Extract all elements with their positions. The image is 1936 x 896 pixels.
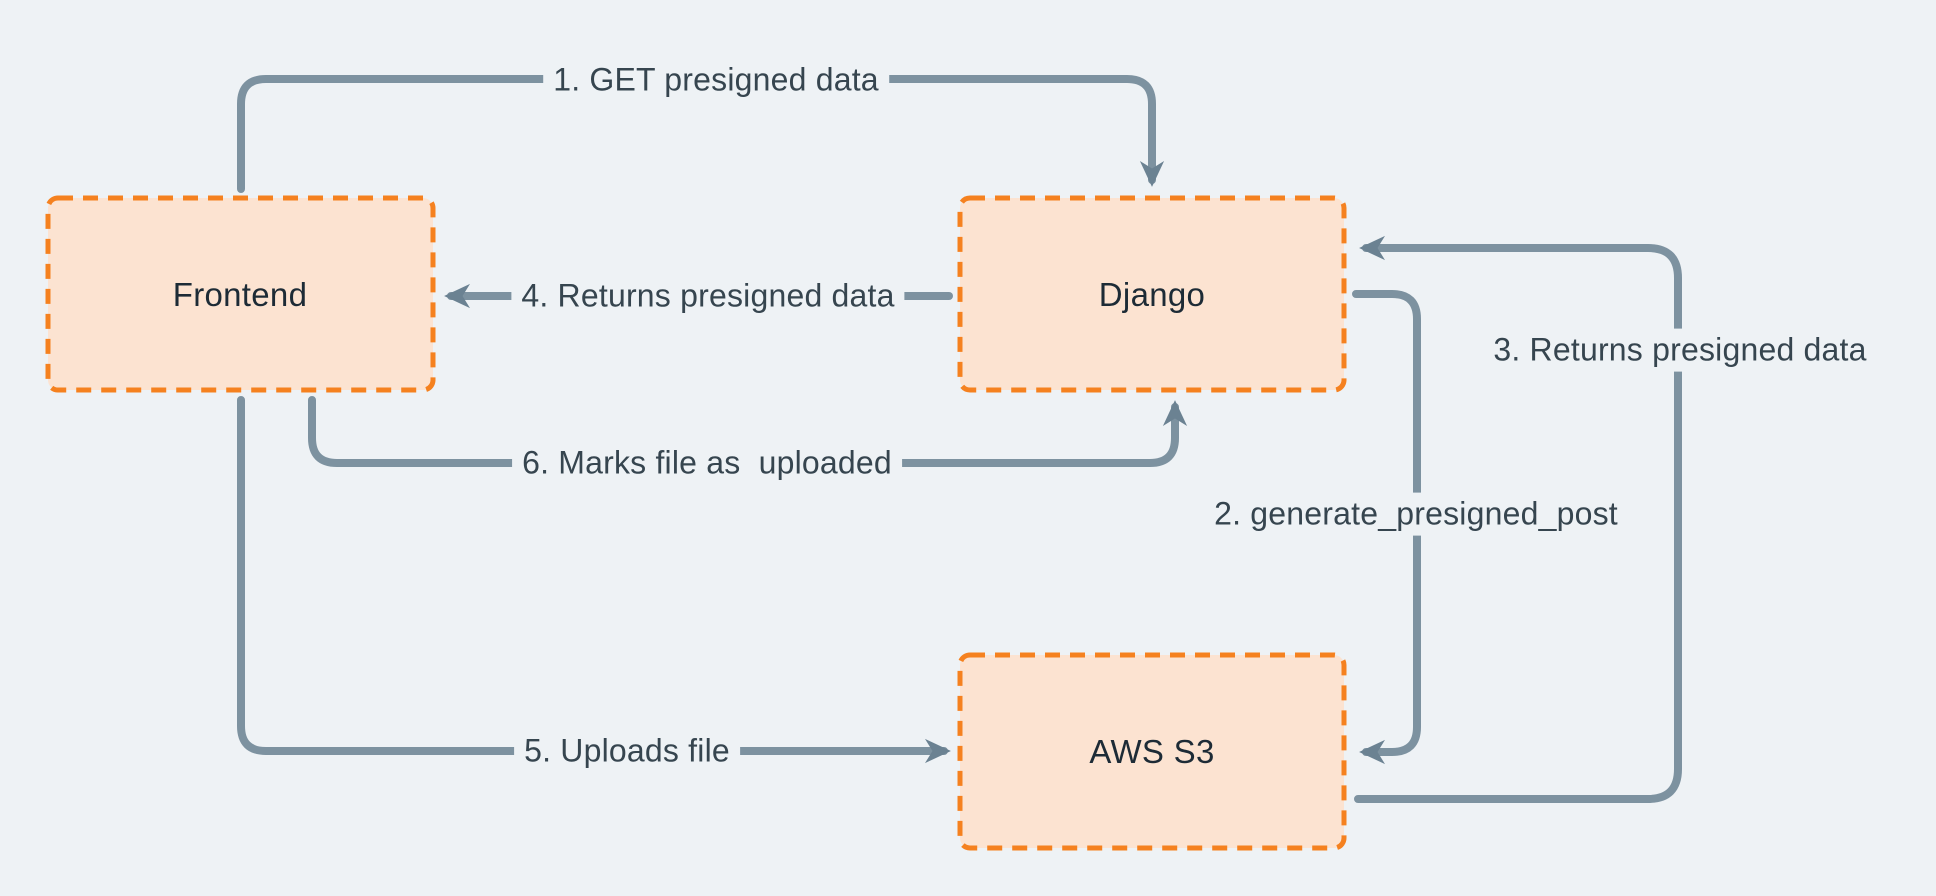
node-label-frontend: Frontend xyxy=(172,276,308,313)
edge-label-returns-presigned-data-s3: 3. Returns presigned data xyxy=(1483,328,1877,372)
edge-label-marks-file-as-uploaded: 6. Marks file as uploaded xyxy=(512,441,902,485)
node-box-aws-s3 xyxy=(957,652,1347,851)
node-box-frontend xyxy=(45,195,436,393)
edge-label-uploads-file: 5. Uploads file xyxy=(514,729,740,773)
edge-3-returns-presigned-data xyxy=(1354,235,1682,803)
node-box-django xyxy=(957,195,1347,393)
edge-label-get-presigned-data: 1. GET presigned data xyxy=(543,58,889,102)
edge-label-generate-presigned-post: 2. generate_presigned_post xyxy=(1204,492,1628,536)
node-label-aws-s3: AWS S3 xyxy=(1089,733,1215,770)
edge-5-uploads-file xyxy=(237,396,951,764)
node-label-django: Django xyxy=(1098,276,1206,313)
edge-label-returns-presigned-data-django: 4. Returns presigned data xyxy=(511,274,905,318)
